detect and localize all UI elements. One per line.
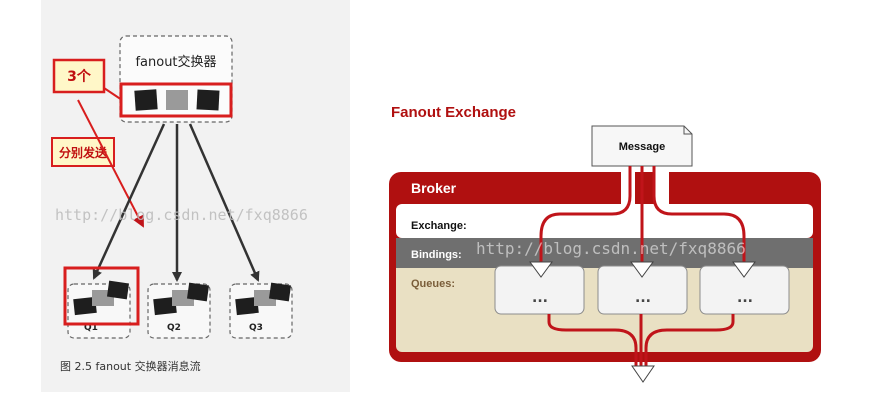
queue-label-q1: Q1 — [84, 323, 98, 333]
callout-send: 分别发送 — [51, 137, 115, 167]
arrow-to-q3 — [188, 123, 260, 282]
queue-box-3: ... — [699, 265, 790, 315]
queue-label-q3: Q3 — [249, 323, 263, 333]
send-direction-arrow — [77, 99, 144, 228]
queue-placeholder: ... — [532, 290, 548, 306]
exchange-label: Exchange: — [411, 220, 467, 232]
fanout-title: Fanout Exchange — [391, 104, 516, 121]
binding-gap — [655, 172, 669, 204]
queue-q3: Q3 — [229, 282, 293, 339]
message-icon — [134, 89, 158, 111]
broker-label: Broker — [411, 180, 457, 196]
arrowhead-into-queue-1 — [529, 261, 553, 278]
message-icon — [235, 296, 259, 316]
message-icon — [268, 282, 292, 302]
arrowhead-into-queue-2 — [630, 261, 654, 278]
callout-count: 3个 — [52, 58, 106, 94]
queue-q2: Q2 — [147, 282, 211, 339]
message-icon — [166, 90, 188, 110]
message-icon — [106, 280, 130, 300]
right-watermark: http://blog.csdn.net/fxq8866 — [476, 239, 746, 258]
binding-gap — [621, 172, 635, 204]
message-icon — [153, 296, 177, 316]
callout-count-pointer — [103, 87, 123, 101]
callout-count-text: 3个 — [67, 68, 92, 85]
arrow-to-q1 — [92, 123, 166, 280]
message-label: Message — [619, 141, 665, 153]
arrowhead-into-queue-3 — [732, 261, 756, 278]
binding-route-queue-1 — [539, 166, 632, 262]
queue-label-q2: Q2 — [167, 323, 181, 333]
exchange-message-icons — [134, 89, 220, 111]
queue-placeholder: ... — [635, 290, 651, 306]
output-route-queue-3 — [644, 314, 735, 368]
message-icon — [196, 89, 220, 111]
output-route-queue-1 — [547, 314, 638, 368]
queue-q1: Q1 — [67, 280, 131, 339]
highlight-box-q1 — [63, 266, 140, 326]
exchange-title: fanout交换器 — [135, 54, 216, 70]
message-box: Message — [591, 125, 693, 167]
left-watermark: http://blog.csdn.net/fxq8866 — [55, 206, 308, 224]
queue-placeholder: ... — [737, 290, 753, 306]
callout-send-text: 分别发送 — [59, 145, 108, 160]
message-icon — [186, 282, 210, 302]
binding-route-queue-3 — [652, 166, 746, 262]
queues-label: Queues: — [411, 278, 455, 290]
queue-box-1: ... — [494, 265, 585, 315]
message-icon — [73, 296, 97, 316]
bindings-label: Bindings: — [411, 249, 462, 261]
figure-caption: 图 2.5 fanout 交换器消息流 — [60, 359, 201, 373]
output-arrowhead — [631, 365, 655, 383]
